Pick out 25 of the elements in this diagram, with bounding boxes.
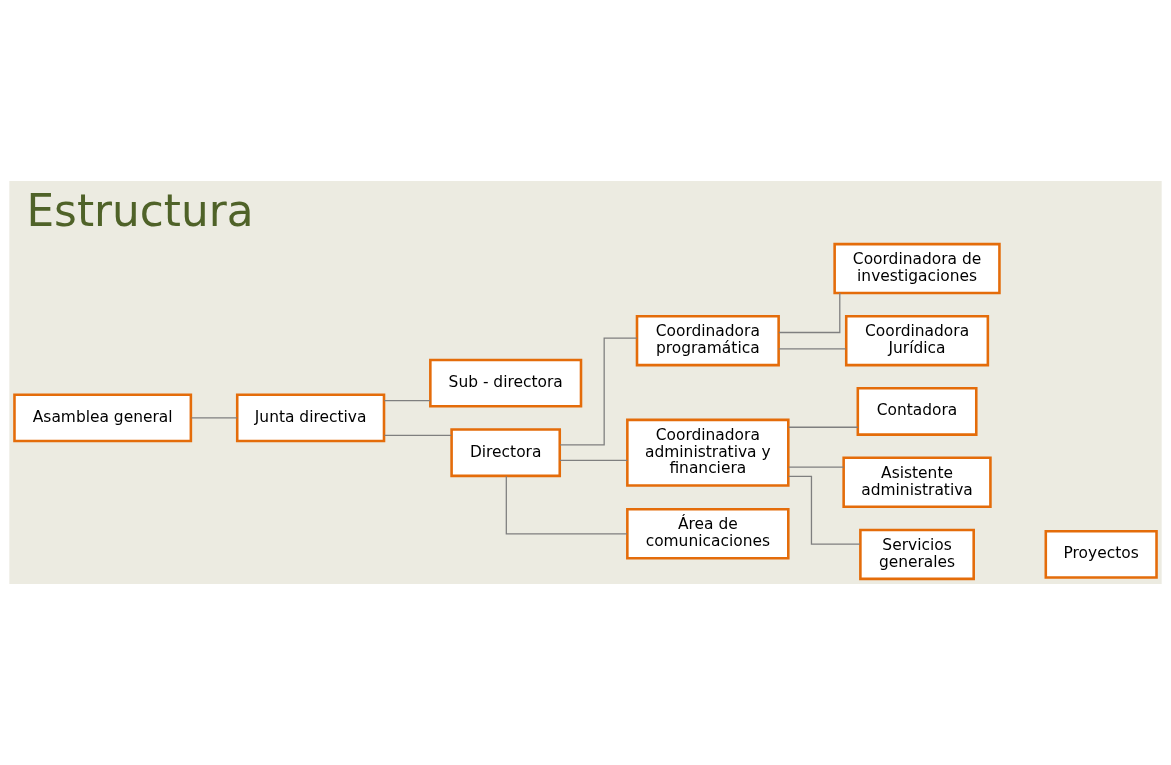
diagram-title: Estructura <box>26 185 254 237</box>
connector <box>778 348 847 350</box>
connector <box>778 292 841 334</box>
node-box: Coordinadora de investigaciones <box>833 242 1001 295</box>
node-box: Proyectos <box>1044 529 1158 579</box>
node-box: Área de comunicaciones <box>626 508 790 560</box>
node-box: Contadora <box>856 387 978 436</box>
node-box: Sub - directora <box>429 358 583 408</box>
connector <box>505 475 628 535</box>
connector <box>788 426 859 428</box>
node-box: Coordinadora administrativa y financiera <box>626 418 790 487</box>
connector <box>788 466 845 468</box>
node-box: Coordinadora Jurídica <box>844 314 990 367</box>
node-box: Coordinadora programática <box>635 314 780 367</box>
node-box: Junta directiva <box>235 393 386 443</box>
connector <box>787 475 861 545</box>
node-box: Asistente administrativa <box>842 456 992 509</box>
node-box: Servicios generales <box>859 528 975 581</box>
connector <box>190 417 238 419</box>
node-box: Directora <box>450 428 562 478</box>
connector <box>559 337 638 446</box>
connector <box>559 459 628 462</box>
node-box: Asamblea general <box>13 393 193 443</box>
connector <box>383 434 452 436</box>
connector <box>383 399 431 402</box>
